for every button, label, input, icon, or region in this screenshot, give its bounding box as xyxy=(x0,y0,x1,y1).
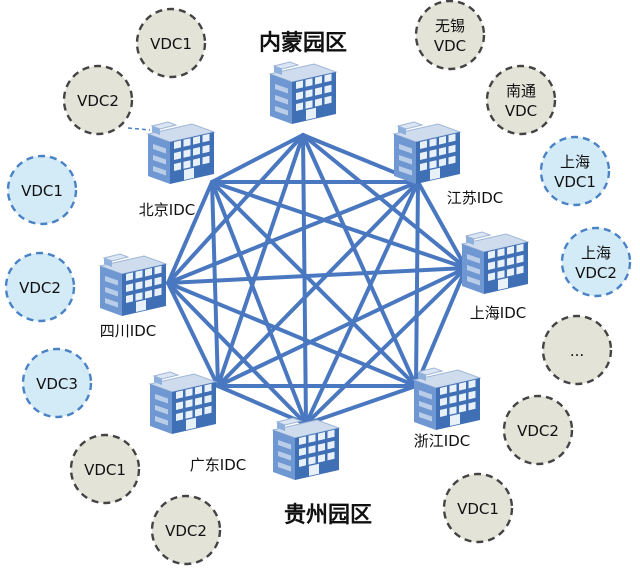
vdc-label: 上海 xyxy=(560,153,590,171)
vdc-circle xyxy=(442,472,514,544)
vdc-label: ... xyxy=(570,342,584,360)
link-guizhou-guangdong xyxy=(216,384,308,426)
vdc-label: 南通 xyxy=(506,82,536,100)
link-shanghai-guizhou xyxy=(304,266,468,426)
link-zhejiang-sichuan xyxy=(166,281,418,388)
vdc-circle xyxy=(21,347,93,419)
vdc-circle xyxy=(539,135,611,207)
vdc-pointer xyxy=(127,127,151,131)
vdc-circle xyxy=(6,154,78,226)
link-zhejiang-guizhou xyxy=(304,384,418,426)
vdc-circles: VDC1VDC2VDC1VDC2VDC3VDC1VDC2无锡VDC南通VDC上海… xyxy=(4,0,632,566)
vdc-label: VDC1 xyxy=(457,500,499,518)
idc-label-beijing: 北京IDC xyxy=(139,201,195,219)
link-neimeng-beijing xyxy=(210,133,305,184)
vdc-label: VDC2 xyxy=(165,522,207,540)
vdc-circle xyxy=(414,0,486,71)
vdc-label: 上海 xyxy=(581,244,611,262)
building-icon xyxy=(392,121,462,184)
link-neimeng-shanghai xyxy=(301,133,468,270)
link-neimeng-guizhou xyxy=(301,133,308,426)
vdc-label: VDC1 xyxy=(554,173,596,191)
link-jiangsu-zhejiang xyxy=(414,180,420,388)
idc-label-sichuan: 四川IDC xyxy=(100,322,156,340)
link-guangdong-sichuan xyxy=(166,281,220,388)
vdc-label: VDC1 xyxy=(150,35,192,53)
link-neimeng-guangdong xyxy=(216,133,305,388)
vdc-circle xyxy=(541,314,613,386)
vdc-circle xyxy=(485,64,557,136)
link-guizhou-beijing xyxy=(210,180,308,426)
vdc-label: VDC xyxy=(505,102,537,120)
link-shanghai-beijing xyxy=(210,180,468,270)
vdc-label: VDC xyxy=(434,37,466,55)
vdc-circle xyxy=(150,494,222,566)
vdc-label: VDC1 xyxy=(21,182,63,200)
building-icon xyxy=(271,417,341,480)
link-sichuan-beijing xyxy=(166,180,214,285)
idc-buildings: 江苏IDC 上海IDC 浙江IDC 广东IDC 四川IDC 北京IDC xyxy=(98,61,530,480)
vdc-label: VDC3 xyxy=(36,375,78,393)
mesh-links xyxy=(166,133,468,426)
link-jiangsu-guizhou xyxy=(304,180,420,426)
building-icon xyxy=(412,367,482,430)
link-neimeng-zhejiang xyxy=(301,133,418,388)
idc-label-zhejiang: 浙江IDC xyxy=(414,432,470,450)
link-guizhou-sichuan xyxy=(166,281,308,426)
vdc-circle xyxy=(135,7,207,79)
link-jiangsu-sichuan xyxy=(166,180,420,285)
building-icon xyxy=(146,121,216,184)
vdc-circle xyxy=(62,64,134,136)
vdc-label: VDC1 xyxy=(84,461,126,479)
link-zhejiang-beijing xyxy=(210,180,418,388)
building-icon xyxy=(268,61,338,124)
title-guizhou-park: 贵州园区 xyxy=(284,503,372,528)
vdc-circle xyxy=(502,394,574,466)
idc-label-jiangsu: 江苏IDC xyxy=(447,189,503,207)
building-icon xyxy=(98,253,168,316)
idc-label-guangdong: 广东IDC xyxy=(190,456,246,474)
link-shanghai-zhejiang xyxy=(414,266,468,388)
vdc-circle xyxy=(69,433,141,505)
vdc-circle xyxy=(560,226,632,298)
title-neimeng-park: 内蒙园区 xyxy=(259,31,347,56)
link-shanghai-sichuan xyxy=(166,266,468,285)
vdc-label: VDC2 xyxy=(575,264,617,282)
link-neimeng-sichuan xyxy=(166,133,305,285)
link-jiangsu-shanghai xyxy=(416,180,468,270)
building-icon xyxy=(460,231,530,294)
link-jiangsu-guangdong xyxy=(216,180,420,388)
vdc-label: VDC2 xyxy=(77,92,119,110)
vdc-label: 无锡 xyxy=(435,17,465,35)
vdc-label: VDC2 xyxy=(19,279,61,297)
link-shanghai-guangdong xyxy=(216,266,468,388)
link-guangdong-beijing xyxy=(210,180,220,388)
vdc-circle xyxy=(4,251,76,323)
building-icon xyxy=(148,371,218,434)
vdc-label: VDC2 xyxy=(517,422,559,440)
idc-label-shanghai: 上海IDC xyxy=(470,304,526,322)
